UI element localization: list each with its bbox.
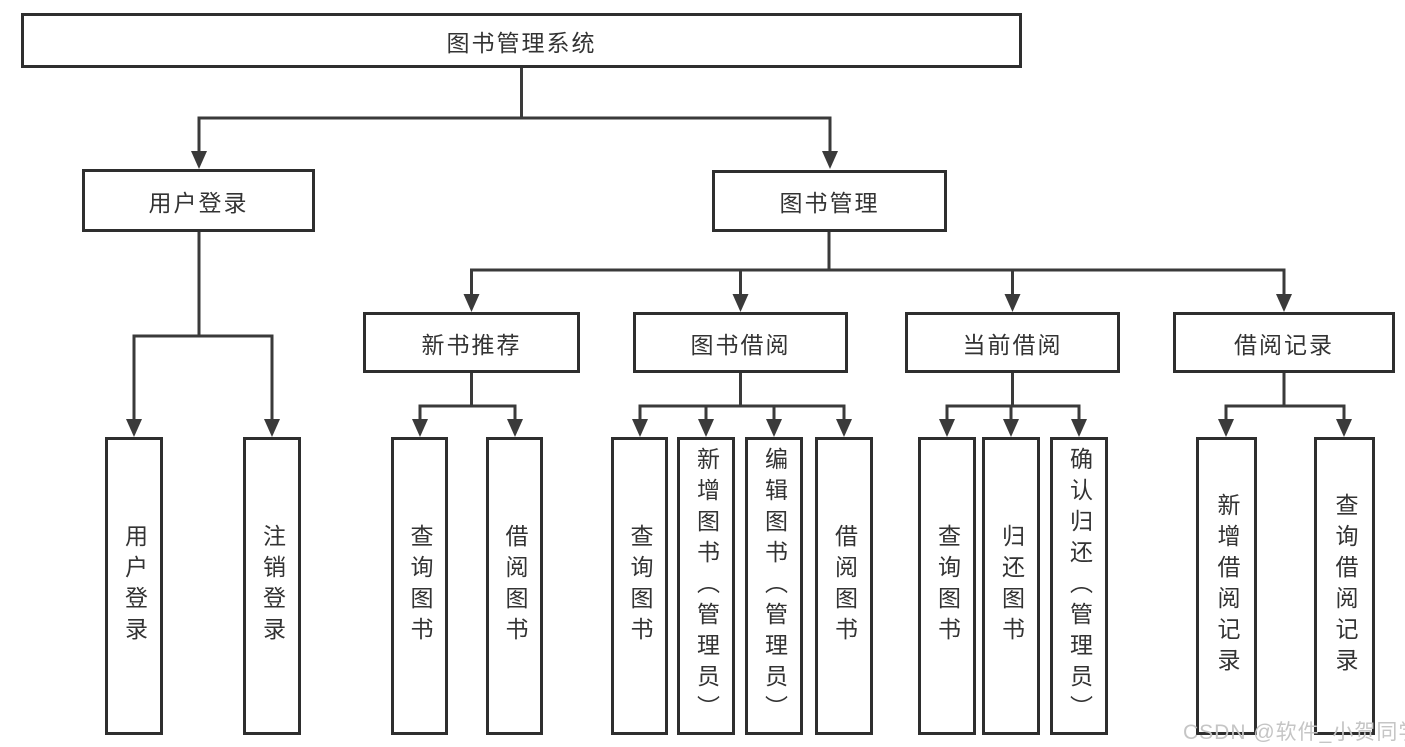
- leaf-newbook-borrow-books: 借阅图书: [486, 437, 543, 735]
- csdn-watermark: CSDN @软件_小贺同学: [1183, 721, 1405, 744]
- leaf-logout: 注销登录: [243, 437, 301, 735]
- leaf-logout-label: 注销登录: [259, 524, 286, 648]
- leaf-user-login: 用户登录: [105, 437, 163, 735]
- node-borrow-records: 借阅记录: [1173, 312, 1395, 373]
- connector-user-login-branch: [126, 232, 280, 437]
- leaf-borrow-edit-books-admin-label: 编辑图书（管理员）: [761, 446, 788, 726]
- node-book-management: 图书管理: [712, 170, 947, 232]
- leaf-user-login-label: 用户登录: [121, 524, 148, 648]
- connector-borrow-records-branch: [1218, 373, 1352, 437]
- leaf-records-query-record-label: 查询借阅记录: [1332, 493, 1358, 679]
- leaf-current-confirm-return-admin-label: 确认归还（管理员）: [1066, 446, 1093, 726]
- leaf-current-confirm-return-admin: 确认归还（管理员）: [1050, 437, 1108, 735]
- node-library-management-system: 图书管理系统: [21, 13, 1022, 68]
- leaf-borrow-borrow-books: 借阅图书: [815, 437, 873, 735]
- leaf-newbook-query-books: 查询图书: [391, 437, 448, 735]
- leaf-borrow-add-books-admin: 新增图书（管理员）: [677, 437, 735, 735]
- leaf-current-return-books-label: 归还图书: [998, 524, 1025, 648]
- connector-current-borrow-branch: [939, 373, 1087, 437]
- leaf-records-add-record-label: 新增借阅记录: [1214, 493, 1240, 679]
- node-current-borrow: 当前借阅: [905, 312, 1120, 373]
- leaf-current-query-books-label: 查询图书: [934, 524, 961, 648]
- connector-new-book-branch: [412, 373, 523, 437]
- leaf-borrow-edit-books-admin: 编辑图书（管理员）: [745, 437, 803, 735]
- leaf-current-return-books: 归还图书: [982, 437, 1040, 735]
- node-book-borrow: 图书借阅: [633, 312, 848, 373]
- leaf-current-query-books: 查询图书: [918, 437, 976, 735]
- leaf-newbook-borrow-books-label: 借阅图书: [502, 524, 528, 648]
- connector-book-management-branch: [463, 232, 1292, 312]
- leaf-borrow-add-books-admin-label: 新增图书（管理员）: [693, 446, 720, 726]
- leaf-records-query-record: 查询借阅记录: [1314, 437, 1375, 735]
- leaf-newbook-query-books-label: 查询图书: [407, 524, 433, 648]
- leaf-borrow-borrow-books-label: 借阅图书: [831, 524, 858, 648]
- connector-book-borrow-branch: [632, 373, 852, 437]
- leaf-borrow-query-books: 查询图书: [611, 437, 668, 735]
- leaf-borrow-query-books-label: 查询图书: [627, 524, 653, 648]
- connector-root-to-level1: [191, 68, 838, 169]
- node-user-login: 用户登录: [82, 169, 315, 232]
- leaf-records-add-record: 新增借阅记录: [1196, 437, 1257, 735]
- node-new-book-recommend: 新书推荐: [363, 312, 580, 373]
